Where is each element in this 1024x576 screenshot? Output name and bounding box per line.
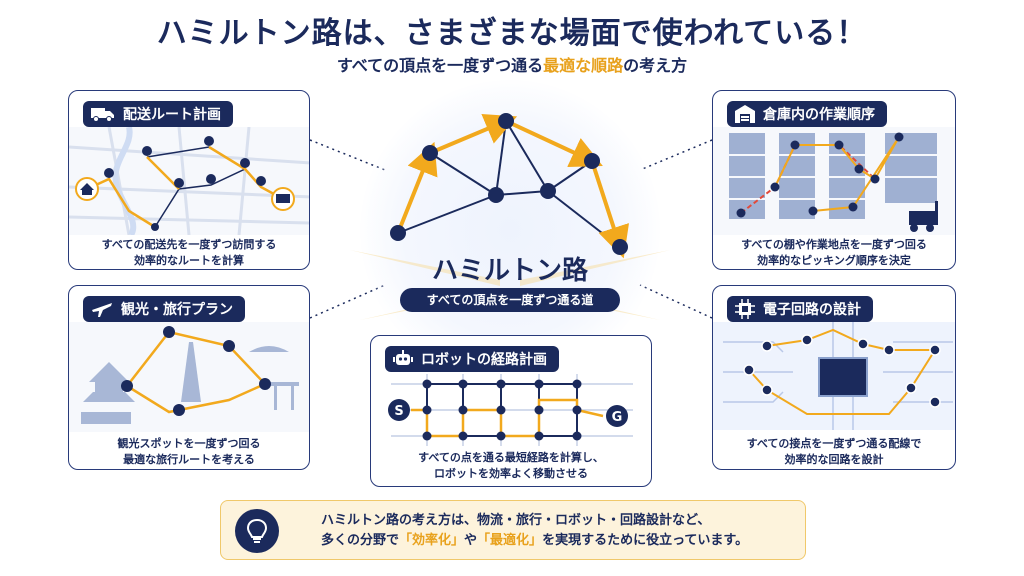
robot-route: [411, 398, 604, 438]
lightbulb-icon: [246, 518, 268, 543]
card-robot-caption: すべての点を通る最短経路を計算し、 ロボットを効率よく移動させる: [418, 451, 604, 480]
card-warehouse-label: 倉庫内の作業順序: [763, 107, 875, 123]
tourism-scene: [69, 322, 309, 432]
card-tourism: 観光・旅行プラン 観光スポットを一度ずつ回る 最適な旅行ルートを考える: [68, 285, 310, 470]
summary-box: ハミルトン路の考え方は、物流・旅行・ロボット・回路設計など、 多くの分野で「効率…: [220, 500, 806, 560]
circuit-board: [713, 322, 955, 430]
card-tourism-caption: 観光スポットを一度ずつ回る 最適な旅行ルートを考える: [117, 437, 261, 466]
card-robot-title: ロボットの経路計画: [385, 346, 559, 372]
hamiltonian-graph: [390, 113, 630, 259]
card-delivery-caption: すべての配送先を一度ずつ訪問する 効率的なルートを計算: [101, 238, 277, 267]
card-delivery: 配送ルート計画 すべての配送先を一度ずつ訪問する 効率的なルートを計算: [68, 90, 310, 270]
delivery-map: [69, 127, 309, 235]
card-circuit-label: 電子回路の設計: [763, 302, 861, 318]
lightbulb-badge: [235, 509, 279, 553]
connector-tourism: [309, 284, 386, 319]
robot-icon: [393, 350, 413, 365]
robot-grid: S G: [388, 374, 633, 446]
card-delivery-label: 配送ルート計画: [123, 107, 221, 123]
truck-icon: [91, 108, 114, 122]
robot-start: [388, 399, 410, 421]
card-warehouse-caption: すべての棚や作業地点を一度ずつ回る 効率的なピッキング順序を決定: [741, 238, 927, 267]
center-title: ハミルトン路: [431, 256, 588, 286]
card-circuit: 電子回路の設計 すべての接点を一度ずつ通る配線で 効率的な回路を設計: [712, 285, 956, 470]
summary-line1: ハミルトン路の考え方は、物流・旅行・ロボット・回路設計など、: [321, 513, 711, 528]
summary-text: ハミルトン路の考え方は、物流・旅行・ロボット・回路設計など、 多くの分野で「効率…: [321, 511, 801, 551]
page-title: ハミルトン路は、さまざまな場面で使われている！: [156, 16, 868, 51]
card-tourism-title: 観光・旅行プラン: [83, 296, 245, 322]
cpu-chip: [818, 357, 868, 397]
subtitle-prefix: すべての頂点を一度ずつ通る: [336, 56, 544, 75]
card-circuit-caption: すべての接点を一度ずつ通る配線で 効率的な回路を設計: [746, 437, 922, 466]
page-subtitle: すべての頂点を一度ずつ通る最適な順路の考え方: [0, 52, 1024, 76]
delivery-route: [86, 177, 156, 229]
connector-warehouse: [639, 139, 713, 171]
warehouse-route-orange: [774, 136, 900, 212]
card-delivery-title: 配送ルート計画: [83, 101, 233, 127]
chip-icon: [735, 299, 755, 319]
warehouse-icon: [735, 105, 755, 123]
card-tourism-label: 観光・旅行プラン: [121, 302, 233, 318]
forklift-icon: [909, 201, 938, 232]
subtitle-highlight: 最適な順路: [543, 56, 624, 75]
card-circuit-title: 電子回路の設計: [727, 296, 873, 322]
card-robot-label: ロボットの経路計画: [421, 352, 547, 368]
robot-start-label: S: [394, 404, 403, 419]
connector-delivery: [309, 139, 386, 171]
center-pill: すべての頂点を一度ずつ通る道: [400, 288, 620, 312]
robot-goal-label: G: [612, 410, 623, 425]
connector-circuit: [639, 284, 713, 319]
summary-line2: 多くの分野で「効率化」や「最適化」を実現するために役立っています。: [321, 533, 749, 548]
subtitle-suffix: の考え方: [623, 56, 688, 75]
warehouse-scene: [713, 127, 955, 235]
robot-goal: [606, 405, 628, 427]
card-warehouse-title: 倉庫内の作業順序: [727, 101, 887, 127]
circuit-route: [748, 328, 937, 415]
airplane-icon: [92, 303, 112, 317]
card-robot: ロボットの経路計画 S G すべての点を通る最短経路を計算し、 ロボットを効率よ…: [370, 335, 652, 487]
card-warehouse: 倉庫内の作業順序 すべての棚や作業地点を一度ずつ回る 効率的なピッキング順序を決…: [712, 90, 956, 270]
